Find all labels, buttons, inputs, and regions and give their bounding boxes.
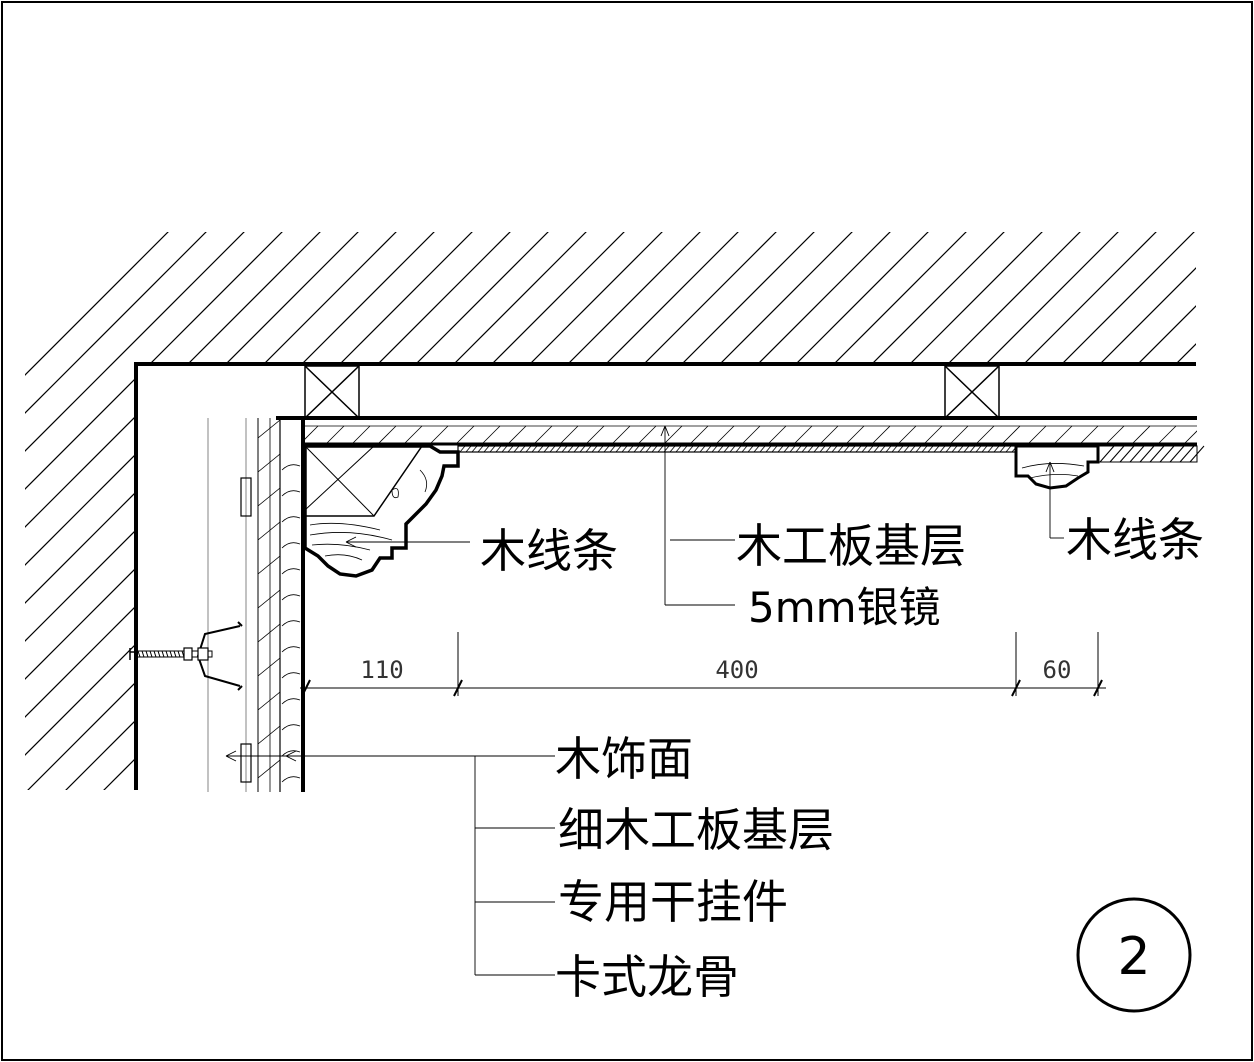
dimension-middle: 400 [715, 656, 758, 684]
label-blockboard-base: 细木工板基层 [558, 803, 834, 857]
moulding-left [303, 444, 460, 578]
label-keel: 卡式龙骨 [555, 950, 739, 1004]
structure-edge [134, 362, 1196, 790]
label-mirror: 5mm银镜 [748, 583, 941, 632]
ceiling-base-board [276, 416, 1197, 446]
detail-number-circle [1076, 897, 1192, 1013]
moulding-right [1014, 444, 1100, 490]
dimension-right: 60 [1043, 656, 1072, 684]
dimension-line [300, 632, 1106, 697]
dry-hanger-bolt [129, 621, 243, 691]
label-hanger: 专用干挂件 [558, 875, 788, 929]
mirror-layer [457, 445, 1018, 453]
leader-lines [225, 425, 1064, 976]
label-moulding-left: 木线条 [480, 524, 618, 578]
dimension-left: 110 [360, 656, 403, 684]
detail-number: 2 [1117, 927, 1150, 987]
label-wood-finish: 木饰面 [555, 732, 693, 786]
timber-block-left [304, 365, 360, 419]
label-plywood-base: 木工板基层 [736, 519, 966, 573]
label-moulding-right: 木线条 [1066, 513, 1204, 567]
wall-finish-assembly [207, 418, 305, 792]
timber-block-right [944, 365, 1000, 419]
ceiling-end-strip [1097, 445, 1205, 463]
